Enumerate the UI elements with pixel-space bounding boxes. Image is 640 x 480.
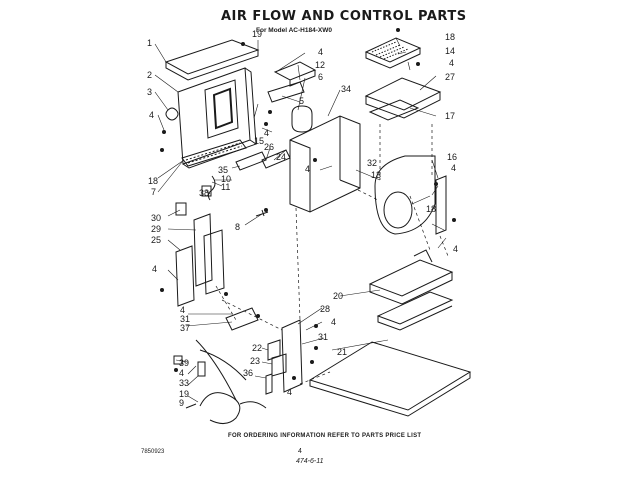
part-left-panel-upper xyxy=(193,213,213,287)
part-front-frame xyxy=(177,67,258,169)
callout-4: 4 xyxy=(451,163,456,173)
part-blower-wheel xyxy=(383,191,413,229)
model-subtitle: For Model AC-H184-XW0 xyxy=(256,27,332,34)
part-wire-11 xyxy=(207,175,216,201)
part-spring xyxy=(165,107,179,121)
part-power-cord xyxy=(185,392,267,424)
callout-25: 25 xyxy=(151,235,161,245)
callout-18: 18 xyxy=(148,176,158,186)
callout-19: 19 xyxy=(179,389,189,399)
callout-22: 22 xyxy=(252,343,262,353)
callout-39: 39 xyxy=(179,358,189,368)
callout-8: 8 xyxy=(235,222,240,232)
callout-33: 33 xyxy=(179,378,189,388)
callout-32: 32 xyxy=(367,158,377,168)
callout-15: 15 xyxy=(254,136,264,146)
callout-2: 2 xyxy=(147,70,152,80)
part-divider-panel xyxy=(289,115,361,213)
callout-31: 31 xyxy=(318,332,328,342)
callout-38: 38 xyxy=(199,188,209,198)
callout-26: 26 xyxy=(264,142,274,152)
page-reference: 474-6-11 xyxy=(296,458,324,465)
callout-4: 4 xyxy=(180,305,185,315)
callout-10: 10 xyxy=(221,174,231,184)
callout-7: 7 xyxy=(151,187,156,197)
callout-28: 28 xyxy=(320,304,330,314)
part-terminal-36 xyxy=(265,373,273,395)
part-switch-23 xyxy=(271,353,287,377)
part-drain-pan xyxy=(368,259,454,305)
callout-12: 12 xyxy=(315,60,325,70)
callout-24: 24 xyxy=(276,152,286,162)
callout-23: 23 xyxy=(250,356,260,366)
callout-4: 4 xyxy=(305,164,310,174)
callout-13: 13 xyxy=(371,170,381,180)
callout-1: 1 xyxy=(147,38,152,48)
part-capacitor xyxy=(291,105,313,133)
part-switch-35 xyxy=(235,151,267,171)
callout-37: 37 xyxy=(180,323,190,333)
callout-17: 17 xyxy=(445,111,455,121)
part-motor-shaft xyxy=(261,149,291,169)
part-top-cover xyxy=(164,39,260,81)
callout-30: 30 xyxy=(151,213,161,223)
diagram-title: AIR FLOW AND CONTROL PARTS xyxy=(221,9,467,24)
callout-4: 4 xyxy=(149,110,154,120)
callout-4: 4 xyxy=(318,47,323,57)
callout-9: 9 xyxy=(179,398,184,408)
callout-5: 5 xyxy=(299,96,304,106)
callout-4: 4 xyxy=(331,317,336,327)
callout-6: 6 xyxy=(318,72,323,82)
callout-36: 36 xyxy=(243,368,253,378)
ordering-note: FOR ORDERING INFORMATION REFER TO PARTS … xyxy=(228,433,422,439)
callout-19: 19 xyxy=(252,29,262,39)
part-left-panel-lower xyxy=(175,245,195,307)
part-left-panel-right xyxy=(203,229,225,295)
callout-20: 20 xyxy=(333,291,343,301)
page-number: 4 xyxy=(298,448,302,455)
callout-16: 16 xyxy=(447,152,457,162)
part-control-bracket xyxy=(273,61,317,87)
callout-4: 4 xyxy=(287,387,292,397)
callout-labels: 1 2 3 4 18 7 19 4 12 5 6 4 15 26 24 35 1… xyxy=(147,29,458,408)
callout-4: 4 xyxy=(264,128,269,138)
part-relay-33 xyxy=(197,361,206,377)
part-clip-39 xyxy=(173,355,183,365)
document-code: 7850923 xyxy=(141,449,165,455)
part-damper-tray xyxy=(364,77,442,119)
part-lower-filter xyxy=(376,291,454,331)
part-blower-housing xyxy=(374,155,436,235)
part-thermostat xyxy=(225,307,259,331)
callout-18: 18 xyxy=(445,32,455,42)
callout-4: 4 xyxy=(453,244,458,254)
callout-14: 14 xyxy=(445,46,455,56)
callout-29: 29 xyxy=(151,224,161,234)
callout-4: 4 xyxy=(449,58,454,68)
callout-4: 4 xyxy=(179,368,184,378)
part-side-bracket xyxy=(435,175,447,235)
callout-35: 35 xyxy=(218,165,228,175)
part-top-filter xyxy=(364,37,422,69)
callout-21: 21 xyxy=(337,347,347,357)
callout-4: 4 xyxy=(152,264,157,274)
part-base-pan xyxy=(308,341,472,417)
callout-34: 34 xyxy=(341,84,351,94)
part-bottom-filter xyxy=(181,139,247,167)
part-center-panel xyxy=(281,319,303,393)
callout-11: 11 xyxy=(221,182,230,192)
callout-18: 18 xyxy=(426,204,436,214)
part-front-frame-opening xyxy=(204,79,239,139)
part-front-frame-inner xyxy=(212,87,234,130)
part-knob-30 xyxy=(175,202,187,216)
callout-27: 27 xyxy=(445,72,455,82)
callout-31: 31 xyxy=(180,314,190,324)
callout-3: 3 xyxy=(147,87,152,97)
